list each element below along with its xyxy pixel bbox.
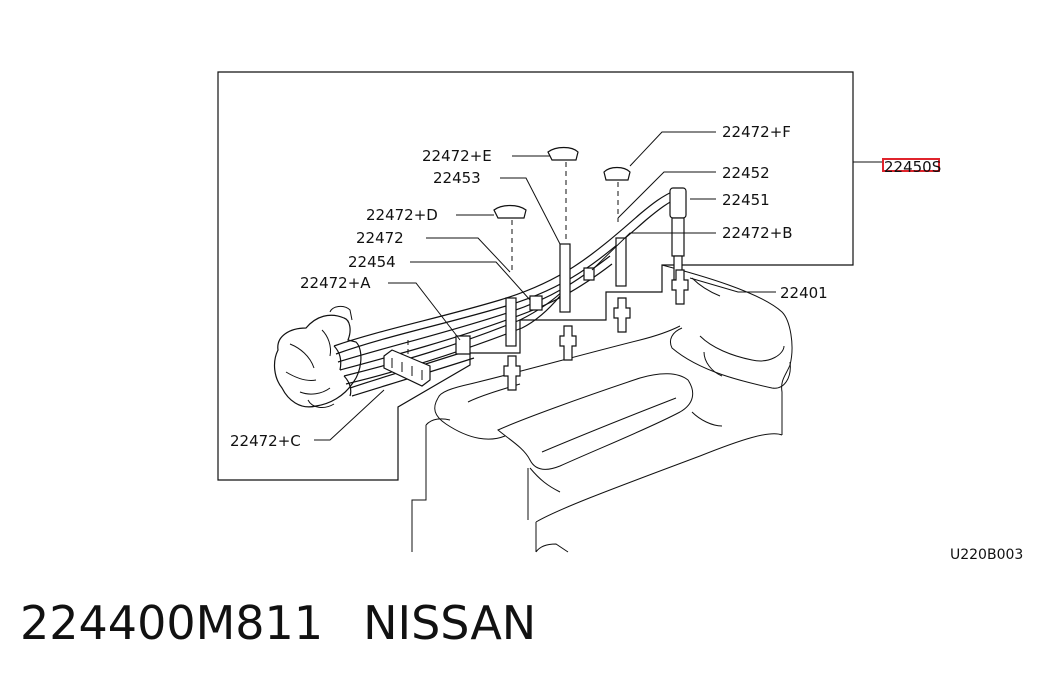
brand-name: NISSAN [363, 596, 537, 650]
label-22450S[interactable]: 22450S [884, 158, 941, 176]
label-22472: 22472 [356, 229, 404, 247]
part-caption: 224400M811 NISSAN [20, 596, 536, 650]
label-22401: 22401 [780, 284, 828, 302]
distributor-cap [273, 305, 362, 408]
label-22472-B: 22472+B [722, 224, 793, 242]
leader-22401 [689, 277, 776, 293]
leader-22472A [388, 282, 461, 341]
spark-plug-boots [505, 187, 687, 347]
leader-22472C [314, 389, 385, 441]
leader-22452 [617, 171, 716, 219]
engine-block [411, 264, 793, 553]
clamps [383, 146, 631, 387]
leader-22453 [500, 177, 561, 245]
part-number: 224400M811 [20, 596, 324, 650]
highlight-box [882, 158, 940, 172]
label-22454: 22454 [348, 253, 396, 271]
leader-22472 [426, 237, 511, 273]
label-22451: 22451 [722, 191, 770, 209]
label-22472-E: 22472+E [422, 147, 492, 165]
leader-22472B [591, 232, 716, 271]
leader-22454 [410, 261, 531, 301]
figure-reference: U220B003 [950, 547, 1023, 563]
spark-plugs [503, 269, 689, 391]
label-22453: 22453 [433, 169, 481, 187]
label-22472-D: 22472+D [366, 206, 438, 224]
label-22472-F: 22472+F [722, 123, 791, 141]
label-22472-C: 22472+C [230, 432, 301, 450]
label-22452: 22452 [722, 164, 770, 182]
leader-22472F [629, 131, 716, 167]
label-22472-A: 22472+A [300, 274, 371, 292]
